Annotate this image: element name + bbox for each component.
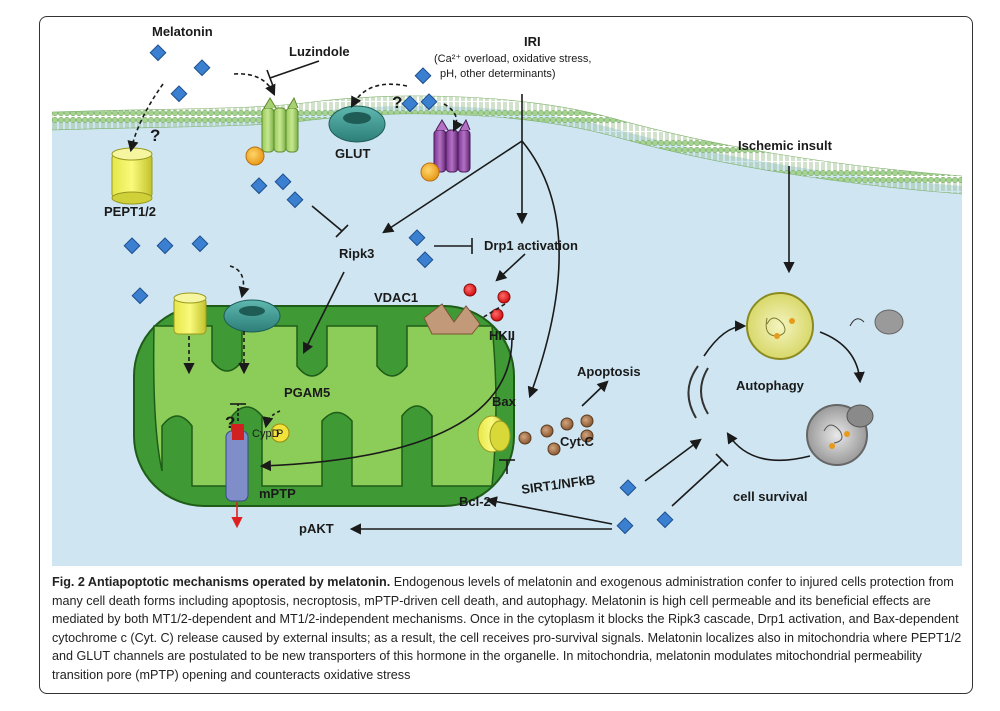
pept-transporter-icon	[111, 147, 153, 205]
autophagosome-icon	[746, 292, 814, 360]
caption-text: Endogenous levels of melatonin and exoge…	[52, 575, 962, 682]
label-ripk3: Ripk3	[339, 246, 374, 261]
label-pakt: pAKT	[299, 521, 334, 536]
label-melatonin: Melatonin	[152, 26, 213, 39]
question-mark-3: ?	[225, 413, 235, 432]
mptp-pore-icon	[225, 424, 249, 502]
glut-transporter-icon	[328, 105, 386, 143]
label-cypd: CypD	[252, 428, 280, 440]
label-phosphate: P	[276, 428, 283, 440]
phagophore-icon	[687, 365, 709, 419]
mito-glut-transporter-icon	[223, 299, 281, 333]
mt-receptor-icon	[245, 96, 299, 166]
inhibition-lines	[230, 60, 729, 507]
label-iri-line2: pH, other determinants)	[440, 68, 556, 80]
label-iri: IRI	[524, 34, 541, 49]
label-apoptosis: Apoptosis	[577, 364, 641, 379]
vdac1-hkii-complex-icon	[423, 303, 481, 335]
cytochrome-c-molecules	[518, 414, 594, 456]
label-glut: GLUT	[335, 146, 370, 161]
label-ischemic-insult: Ischemic insult	[738, 138, 833, 153]
label-cell-survival: cell survival	[733, 489, 807, 504]
question-mark-1: ?	[150, 126, 160, 145]
label-bax: Bax	[492, 394, 517, 409]
label-pgam5: PGAM5	[284, 385, 330, 400]
mito-pept-transporter-icon	[173, 292, 207, 335]
lysosome-icon	[849, 309, 904, 335]
diagram: Melatonin Luzindole IRI (Ca²⁺ overload, …	[52, 26, 962, 566]
label-luzindole: Luzindole	[289, 44, 350, 59]
label-iri-line1: (Ca²⁺ overload, oxidative stress,	[434, 53, 591, 65]
label-mptp: mPTP	[259, 486, 296, 501]
autolysosome-icon	[806, 404, 874, 466]
label-drp1: Drp1 activation	[484, 238, 578, 253]
label-bcl2: Bcl-2	[459, 494, 491, 509]
mt-receptor-2-icon	[420, 118, 471, 182]
pathway-arrows	[127, 73, 865, 535]
label-pept: PEPT1/2	[104, 204, 156, 219]
label-cytc: Cyt.C	[560, 434, 595, 449]
question-mark-2: ?	[392, 93, 402, 112]
label-hkii: HKII	[489, 328, 515, 343]
figure-caption: Fig. 2 Antiapoptotic mechanisms operated…	[52, 573, 967, 685]
label-vdac1: VDAC1	[374, 290, 418, 305]
label-autophagy: Autophagy	[736, 378, 805, 393]
caption-title: Fig. 2 Antiapoptotic mechanisms operated…	[52, 575, 391, 589]
mitochondrion	[133, 305, 515, 507]
cypd-icon	[270, 423, 290, 443]
bax-channel-icon	[477, 415, 511, 453]
